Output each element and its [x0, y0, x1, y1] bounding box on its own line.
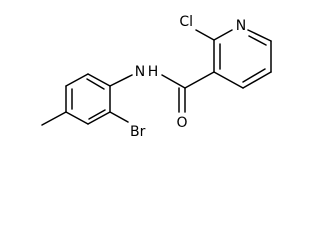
bond-carbonyl-amide-n — [161, 74, 186, 89]
bond-amide-n-aryl — [109, 74, 133, 87]
bond-c2-chlorine — [195, 29, 215, 41]
bond-c3-carbonyl — [184, 71, 215, 89]
bond-ring-c5-c4-inner — [242, 68, 266, 83]
bond-benzene-bromine — [109, 111, 129, 123]
amide-hydrogen-label: H — [148, 64, 159, 80]
bromine-label: Br — [130, 124, 146, 140]
bond-ring-c2-n1 — [213, 29, 233, 41]
bond-benzene-4-3 — [65, 111, 89, 125]
molecule-structure: Cl N N H O Br — [41, 14, 272, 140]
bond-ring-c5-c4 — [242, 71, 272, 89]
amide-nitrogen-label: N — [135, 64, 145, 80]
bond-benzene-1-6 — [87, 73, 111, 87]
bond-lines — [41, 29, 272, 126]
bond-ring-n1-c6-inner — [248, 35, 267, 46]
bond-benzene-6-5 — [65, 73, 89, 87]
chlorine-label: Cl — [179, 14, 193, 30]
bond-ring-n1-c6 — [247, 29, 272, 42]
bond-benzene-3-2-inner — [88, 109, 106, 120]
pyridine-nitrogen-label: N — [236, 18, 246, 34]
bond-ring-c4-c3 — [213, 71, 244, 89]
bond-benzene-3-2 — [87, 111, 111, 125]
atom-labels: Cl N N H O Br — [130, 14, 246, 140]
bond-benzene-1-6-inner — [86, 78, 105, 90]
bond-benzene-methyl — [41, 111, 67, 126]
carbonyl-oxygen-label: O — [176, 115, 187, 131]
